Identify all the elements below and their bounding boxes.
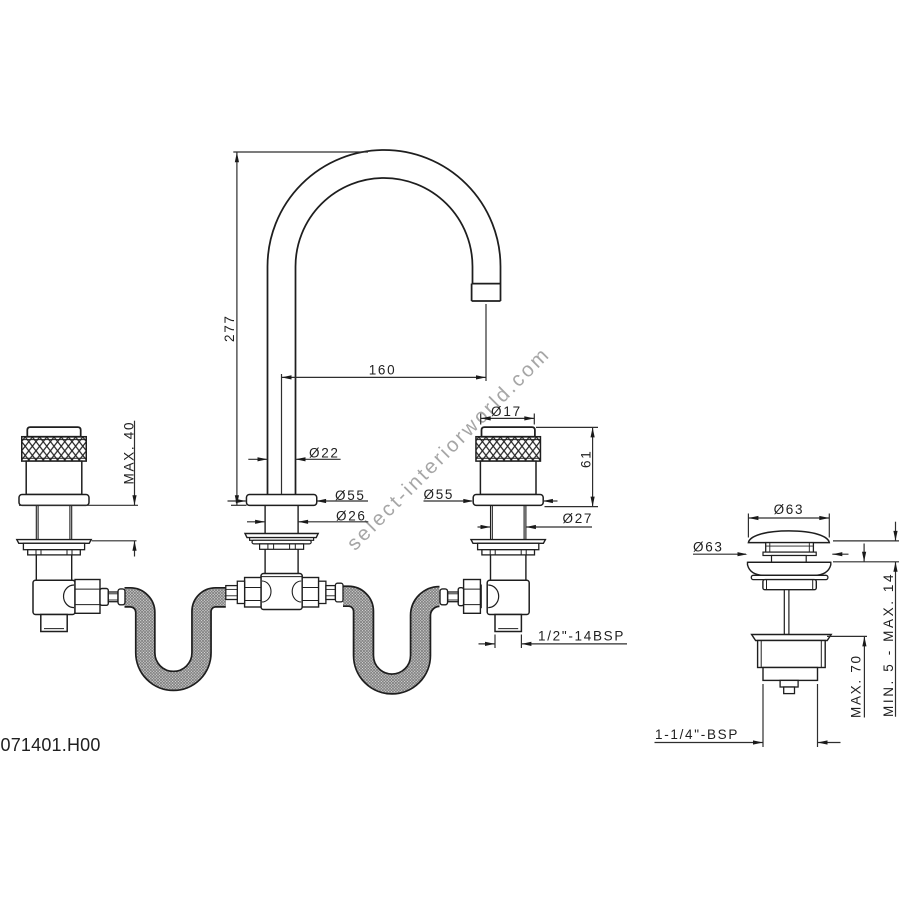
svg-text:277: 277: [222, 314, 237, 342]
svg-text:1-1/4"-BSP: 1-1/4"-BSP: [655, 727, 739, 742]
svg-text:Ø63: Ø63: [693, 539, 724, 554]
svg-text:Ø55: Ø55: [424, 487, 455, 502]
svg-text:071401.H00: 071401.H00: [1, 735, 101, 755]
svg-text:Ø55: Ø55: [335, 488, 366, 503]
svg-text:1/2"-14BSP: 1/2"-14BSP: [538, 628, 625, 643]
svg-text:Ø17: Ø17: [491, 404, 522, 419]
svg-text:MAX. 40: MAX. 40: [122, 421, 137, 485]
svg-text:61: 61: [579, 450, 594, 468]
svg-text:Ø26: Ø26: [336, 509, 367, 524]
svg-text:MIN. 5 - MAX. 14: MIN. 5 - MAX. 14: [881, 572, 896, 717]
svg-text:160: 160: [369, 362, 397, 377]
svg-text:Ø22: Ø22: [309, 445, 340, 460]
svg-text:MAX. 70: MAX. 70: [849, 654, 864, 718]
svg-text:Ø27: Ø27: [563, 511, 594, 526]
svg-text:Ø63: Ø63: [774, 502, 805, 517]
